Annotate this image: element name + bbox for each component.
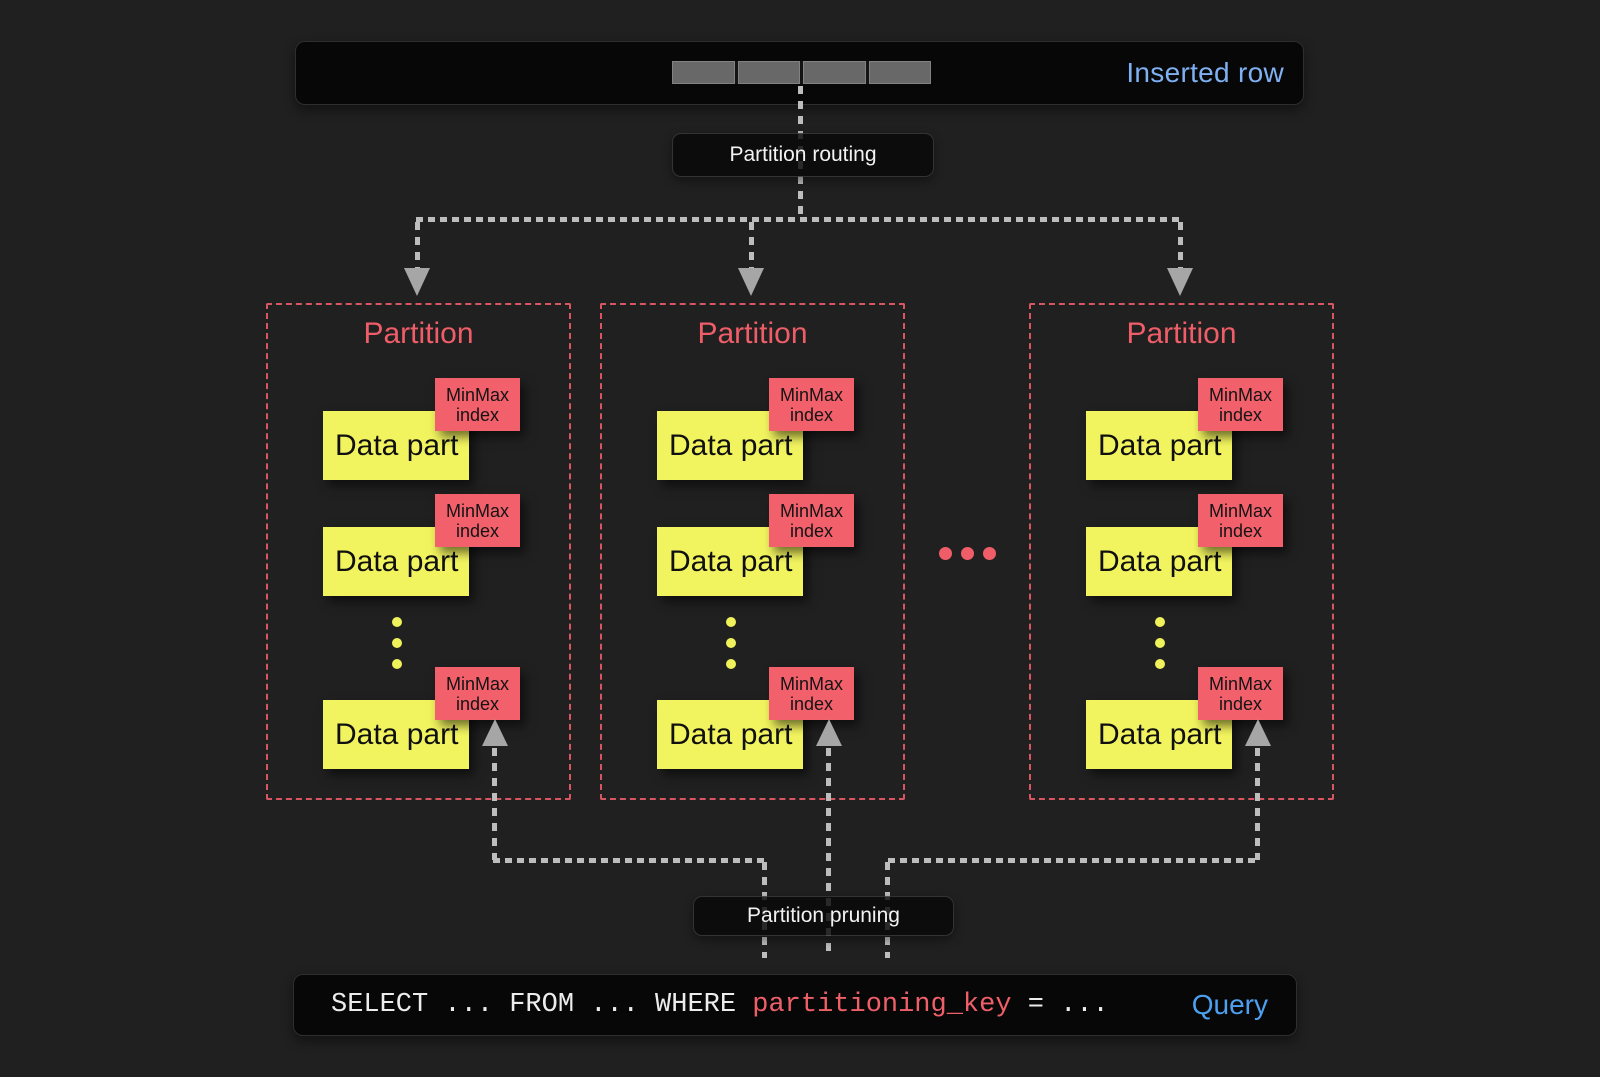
arrow-down-icon [404, 268, 430, 296]
more-parts-ellipsis-dot [1155, 659, 1165, 669]
inserted-row-segments [672, 61, 931, 84]
minmax-index-tag: MinMax index [1198, 667, 1283, 720]
partition-box-2: Partition MinMax index Data part MinMax … [600, 303, 905, 800]
pruning-line-p3-horizontal [888, 858, 1258, 863]
more-partitions-ellipsis-dot [983, 547, 996, 560]
minmax-index-tag: MinMax index [435, 494, 520, 547]
minmax-index-tag: MinMax index [435, 378, 520, 431]
partition-pruning-label: Partition pruning [693, 896, 954, 936]
more-parts-ellipsis-dot [726, 659, 736, 669]
partition-routing-label: Partition routing [672, 133, 934, 177]
pruning-line-p1-horizontal [493, 858, 767, 863]
row-segment [737, 61, 800, 84]
partition-title: Partition [1126, 317, 1237, 350]
sql-statement: SELECT ... FROM ... WHERE partitioning_k… [331, 975, 1109, 1035]
row-segment [803, 61, 866, 84]
partition-title: Partition [697, 317, 808, 350]
data-part-box: Data part [1086, 411, 1232, 480]
more-parts-ellipsis-dot [392, 617, 402, 627]
minmax-index-tag: MinMax index [769, 667, 854, 720]
inserted-row-label: Inserted row [1126, 57, 1284, 88]
inserted-row-box: Inserted row [295, 41, 1304, 105]
routing-drop-line [749, 222, 754, 268]
minmax-index-tag: MinMax index [769, 494, 854, 547]
more-partitions-ellipsis-dot [961, 547, 974, 560]
routing-drop-line [1178, 222, 1183, 268]
arrow-down-icon [1167, 268, 1193, 296]
sql-suffix: = ... [1011, 990, 1109, 1020]
more-parts-ellipsis-dot [1155, 638, 1165, 648]
sql-prefix: SELECT ... FROM ... WHERE [331, 990, 753, 1020]
query-label: Query [1191, 989, 1268, 1020]
minmax-index-tag: MinMax index [769, 378, 854, 431]
more-parts-ellipsis-dot [1155, 617, 1165, 627]
sql-partitioning-key: partitioning_key [752, 990, 1012, 1020]
minmax-index-tag: MinMax index [435, 667, 520, 720]
row-segment [672, 61, 735, 84]
minmax-index-tag: MinMax index [1198, 494, 1283, 547]
minmax-index-tag: MinMax index [1198, 378, 1283, 431]
arrow-down-icon [738, 268, 764, 296]
row-segment [868, 61, 931, 84]
partition-box-3: Partition MinMax index Data part MinMax … [1029, 303, 1334, 800]
partition-box-1: Partition MinMax index Data part MinMax … [266, 303, 571, 800]
more-parts-ellipsis-dot [726, 617, 736, 627]
query-box: SELECT ... FROM ... WHERE partitioning_k… [293, 974, 1297, 1036]
routing-distribution-line [416, 217, 1181, 222]
partition-title: Partition [363, 317, 474, 350]
data-part-box: Data part [1086, 700, 1232, 769]
routing-drop-line [415, 222, 420, 268]
more-parts-ellipsis-dot [392, 659, 402, 669]
more-partitions-ellipsis-dot [939, 547, 952, 560]
more-parts-ellipsis-dot [392, 638, 402, 648]
more-parts-ellipsis-dot [726, 638, 736, 648]
